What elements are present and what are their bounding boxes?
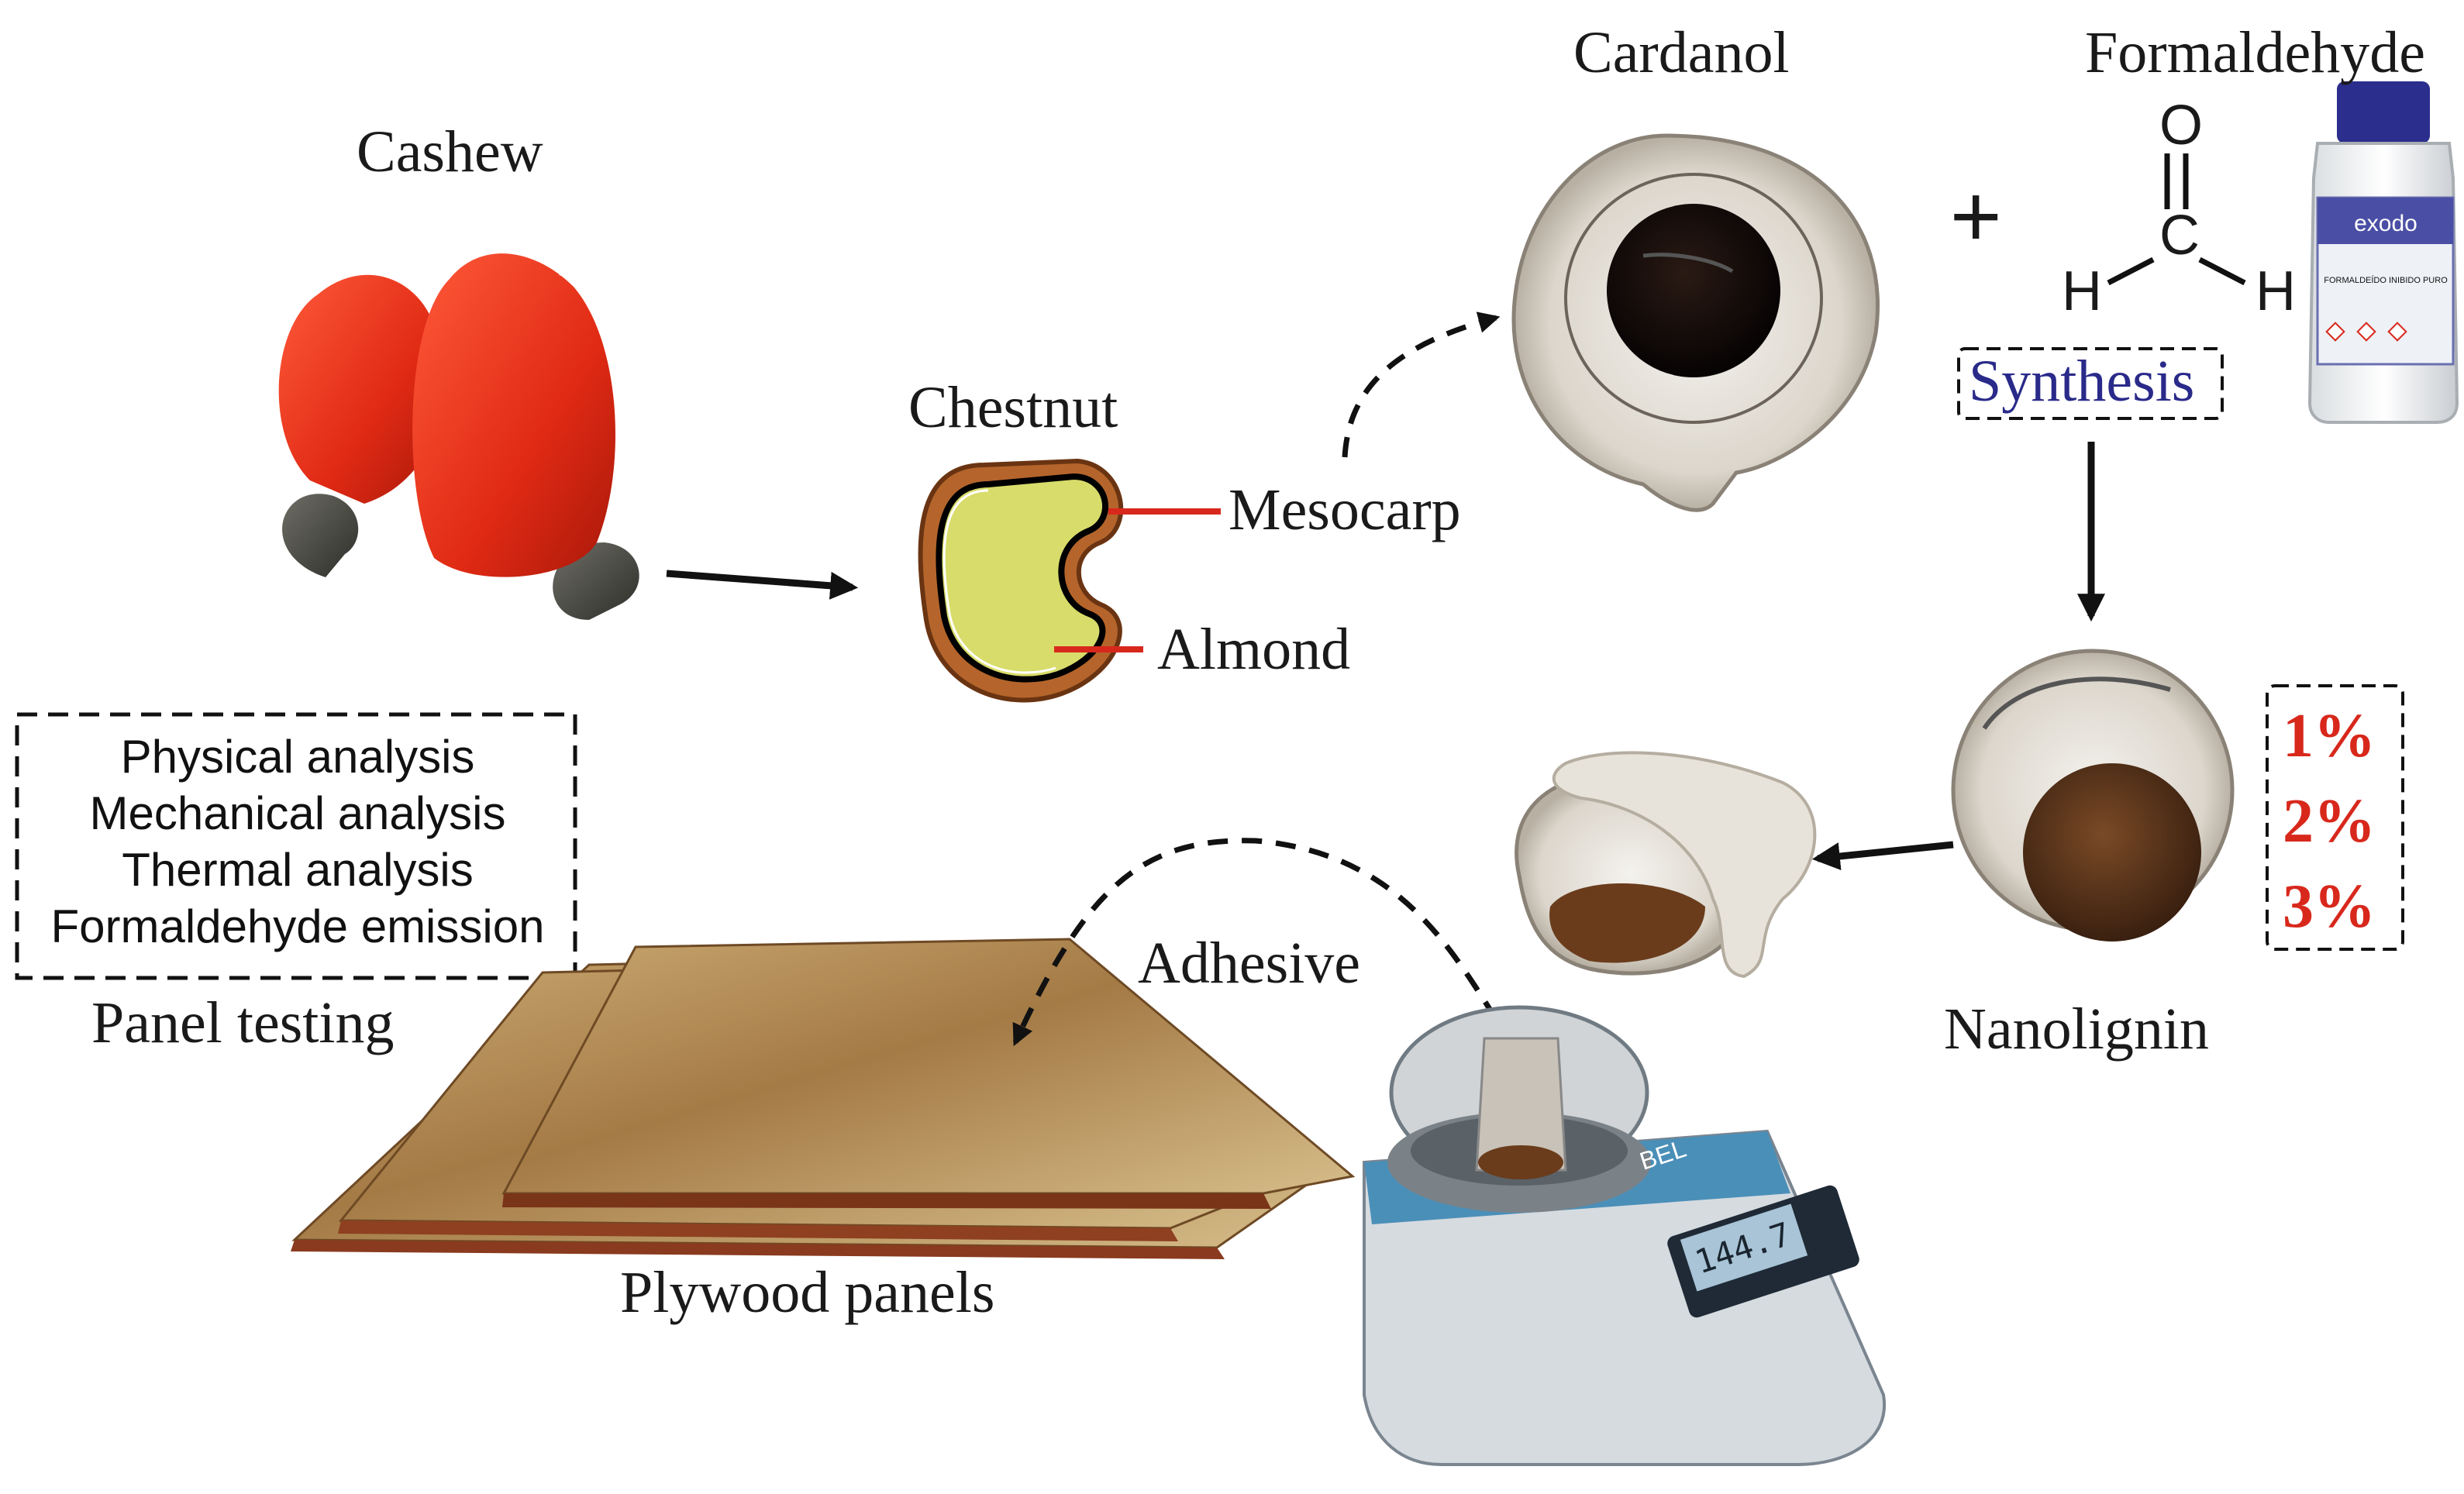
bottle-label-text: FORMALDEÍDO INIBIDO PURO	[2324, 275, 2448, 285]
synthesis-label: Synthesis	[1969, 349, 2195, 414]
analysis-item-physical: Physical analysis	[120, 731, 475, 783]
analysis-box	[15, 712, 577, 980]
adhesive-label: Adhesive	[1138, 931, 1361, 996]
plus-sign: +	[1949, 165, 2003, 268]
chestnut-label: Chestnut	[908, 375, 1118, 440]
plywood-panels-image	[291, 938, 1356, 1259]
percentage-2: 2%	[2283, 787, 2376, 855]
formaldehyde-label: Formaldehyde	[2085, 20, 2426, 85]
arrow-chestnut-to-cardanol	[1342, 312, 1501, 458]
analysis-item-formaldehyde-emission: Formaldehyde emission	[50, 900, 545, 952]
cardanol-label: Cardanol	[1573, 20, 1790, 85]
analysis-item-thermal: Thermal analysis	[122, 844, 474, 896]
nanolignin-label: Nanolignin	[1944, 997, 2209, 1062]
percentage-1: 1%	[2283, 702, 2376, 770]
arrow-cashew-to-chestnut	[666, 570, 859, 600]
panel-testing-label: Panel testing	[91, 990, 395, 1055]
formaldehyde-carbon: C	[2159, 205, 2200, 267]
almond-label: Almond	[1157, 617, 1351, 682]
nanolignin-beaker-image	[1951, 649, 2235, 941]
bottle-brand-text: exodo	[2354, 211, 2417, 236]
formaldehyde-hydrogen-left: H	[2062, 260, 2102, 322]
analysis-list: Physical analysis Mechanical analysis Th…	[19, 713, 577, 976]
formaldehyde-structure	[2107, 153, 2246, 286]
chestnut-diagram	[918, 458, 1221, 703]
arrow-nanolignin-to-pouring	[1811, 841, 1954, 870]
formaldehyde-oxygen: O	[2159, 95, 2204, 157]
arrow-adhesive-to-plywood	[1012, 838, 1498, 1047]
analysis-item-mechanical: Mechanical analysis	[89, 787, 506, 839]
cashew-label: Cashew	[357, 119, 543, 184]
synthesis-box	[1957, 347, 2224, 420]
percentage-3: 3%	[2283, 873, 2376, 941]
formaldehyde-hydrogen-right: H	[2256, 260, 2296, 322]
plywood-panels-label: Plywood panels	[620, 1260, 995, 1325]
cashew-fruit-image	[278, 240, 639, 620]
balance-image: 144.7 BEL	[1363, 1005, 1887, 1466]
mesocarp-label: Mesocarp	[1229, 477, 1461, 542]
formaldehyde-bottle-image: exodo FORMALDEÍDO INIBIDO PURO	[2307, 81, 2459, 424]
pouring-hand-image	[1515, 751, 1817, 979]
cardanol-beaker-image	[1511, 133, 1880, 512]
